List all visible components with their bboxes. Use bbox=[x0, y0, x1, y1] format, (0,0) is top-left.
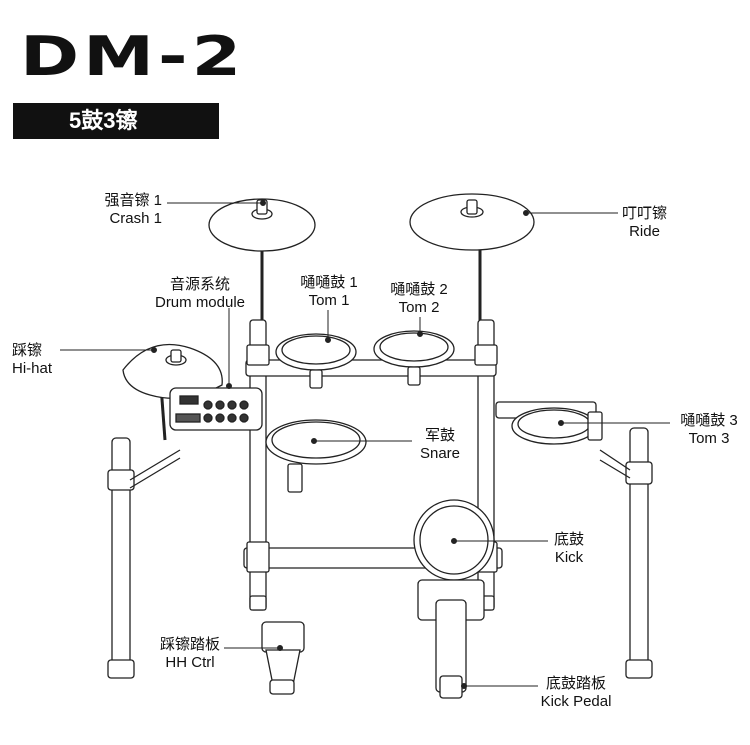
leader-lines bbox=[60, 200, 670, 689]
right-leg bbox=[599, 427, 653, 679]
tom2-pad bbox=[373, 330, 455, 386]
tom3-pad bbox=[511, 407, 603, 445]
kick-pedal bbox=[417, 579, 485, 699]
hihat-pedal bbox=[261, 621, 305, 695]
crash-cymbal bbox=[208, 198, 316, 252]
snare-pad bbox=[265, 419, 367, 493]
drum-module bbox=[169, 387, 263, 431]
hihat-cymbal bbox=[122, 343, 223, 399]
ride-cymbal bbox=[409, 193, 535, 251]
left-leg bbox=[107, 437, 181, 679]
model-title: DM-2 bbox=[20, 25, 246, 88]
subtitle-banner: 5鼓3镲 bbox=[13, 103, 219, 139]
tom1-pad bbox=[275, 333, 357, 389]
